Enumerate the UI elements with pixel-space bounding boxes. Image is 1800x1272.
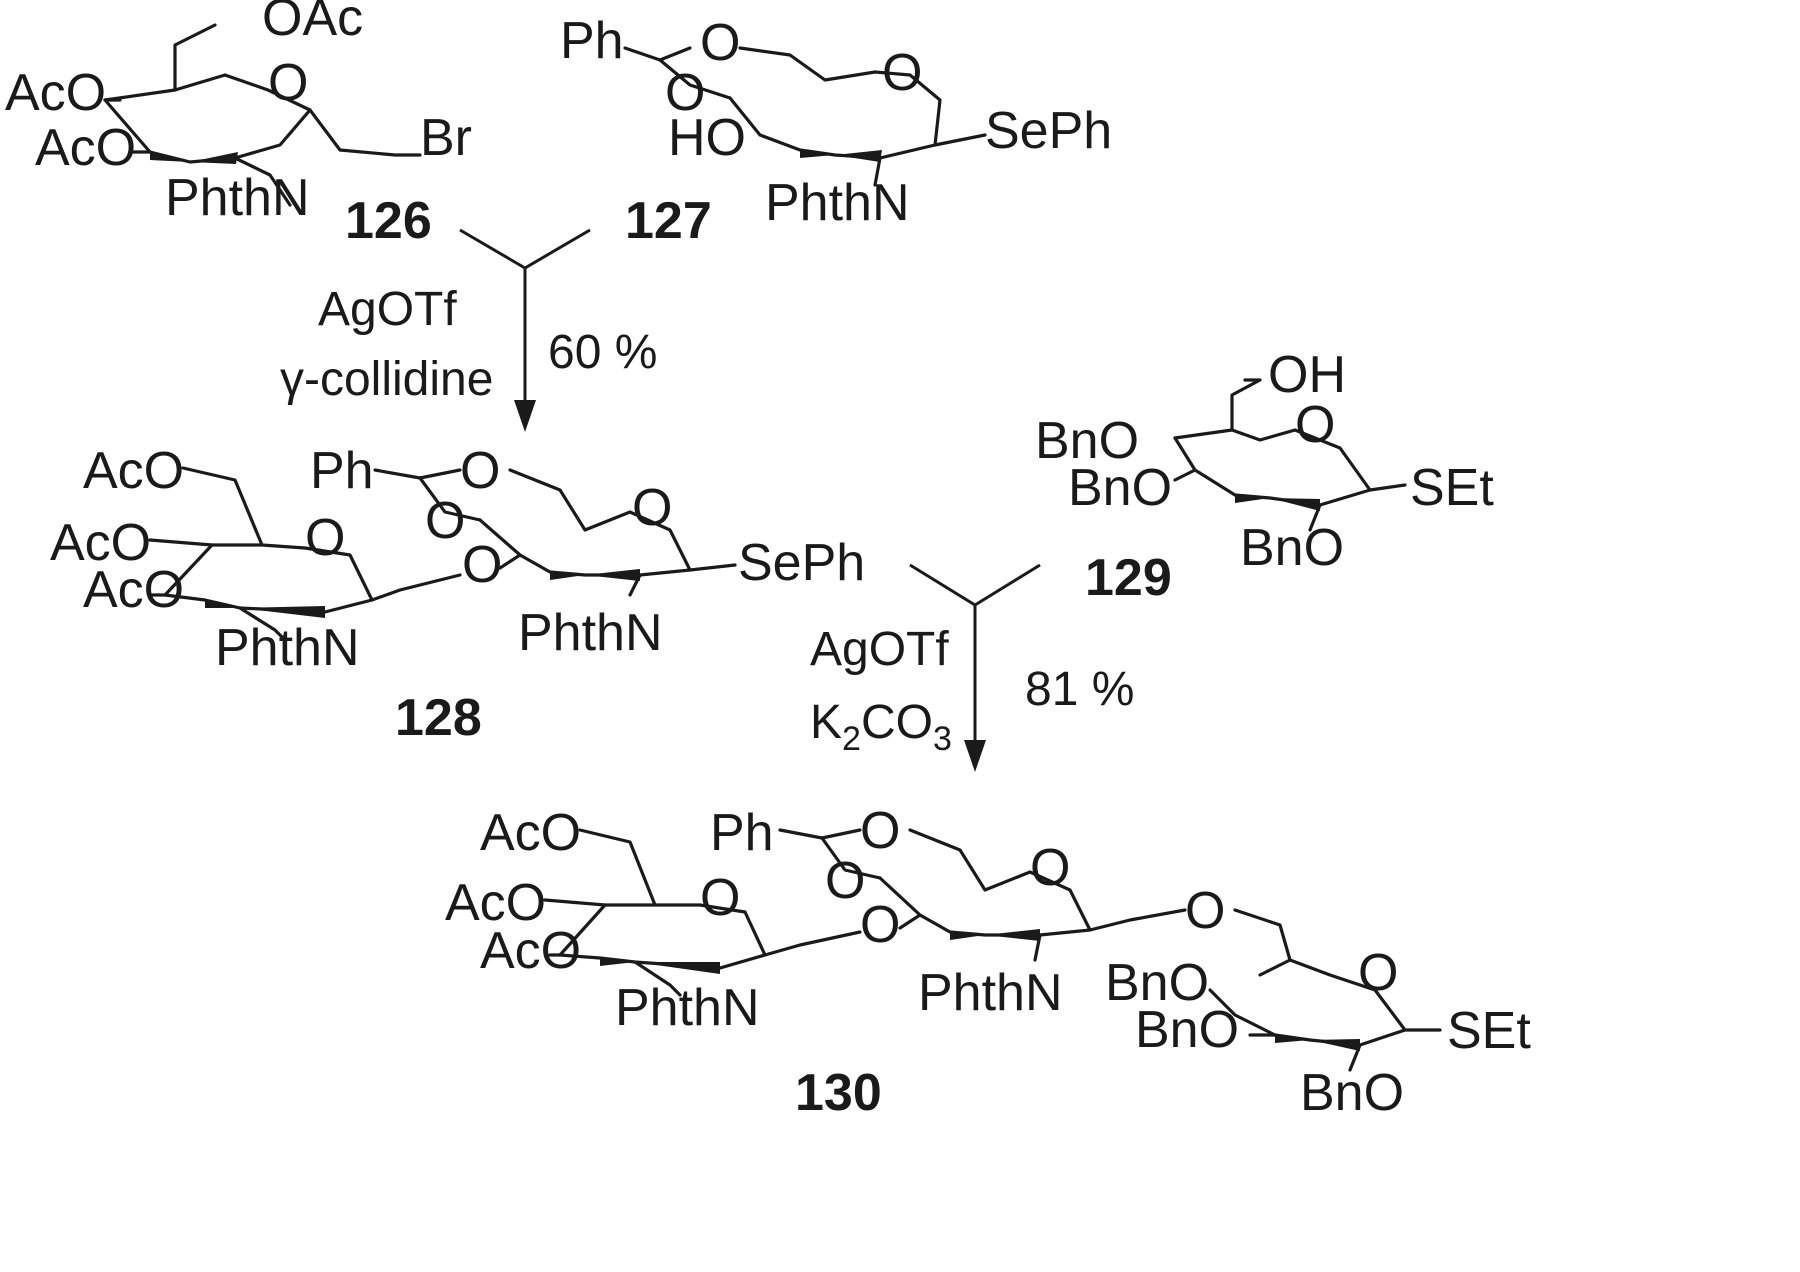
compound-127: Ph O O O HO SePh PhthN 127 xyxy=(560,12,1112,250)
set-label: SEt xyxy=(1447,1002,1531,1060)
aco-4-label: AcO xyxy=(50,514,151,572)
aco-3-label: AcO xyxy=(480,922,581,980)
compound-number-129: 129 xyxy=(1085,549,1172,607)
aco-4-label: AcO xyxy=(445,874,546,932)
glycosidic-oxygen-label: O xyxy=(462,536,502,594)
aco-6-label: AcO xyxy=(480,804,581,862)
reagent-collidine: γ-collidine xyxy=(280,353,493,406)
bno-4-label: BnO xyxy=(1105,954,1209,1012)
o6-acetal-label: O xyxy=(860,802,900,860)
aco-3-label: AcO xyxy=(83,561,184,619)
compound-number-128: 128 xyxy=(395,689,482,747)
ring-oxygen-b-label: O xyxy=(632,479,672,537)
bno-3-label: BnO xyxy=(1068,459,1172,517)
arrow-head xyxy=(514,400,536,432)
phenyl-label: Ph xyxy=(710,804,774,862)
ring-oxygen-label: O xyxy=(268,54,308,112)
phthn-a-label: PhthN xyxy=(615,979,760,1037)
phthn-b-label: PhthN xyxy=(518,604,663,662)
bromide-label: Br xyxy=(420,109,472,167)
phthn-label: PhthN xyxy=(165,169,310,227)
bno-2-label: BnO xyxy=(1240,519,1344,577)
glycosidic-oxygen-1-label: O xyxy=(860,896,900,954)
compound-128: AcO AcO AcO O PhthN Ph O O O O SePh Phth… xyxy=(50,442,865,747)
phenyl-label: Ph xyxy=(310,442,374,500)
reagent-agotf: AgOTf xyxy=(318,283,457,336)
merge-line xyxy=(459,228,591,270)
ring-oxygen-label: O xyxy=(1295,396,1335,454)
seph-label: SePh xyxy=(985,102,1112,160)
phenyl-label: Ph xyxy=(560,12,624,70)
glycosidic-oxygen-2-label: O xyxy=(1185,882,1225,940)
yield-step-2: 81 % xyxy=(1025,663,1134,716)
o4-acetal-label: O xyxy=(665,64,705,122)
compound-129: OH BnO BnO O SEt BnO 129 xyxy=(1035,346,1494,607)
reagent-k2co3: K2CO3 xyxy=(810,696,952,758)
o4-acetal-label: O xyxy=(425,492,465,550)
ring-oxygen-a-label: O xyxy=(305,509,345,567)
bno-4-label: BnO xyxy=(1035,412,1139,470)
seph-label: SePh xyxy=(738,534,865,592)
bno-3-label: BnO xyxy=(1135,1001,1239,1059)
aco-4-label: AcO xyxy=(5,64,106,122)
reagent-agotf: AgOTf xyxy=(810,623,949,676)
phthn-label: PhthN xyxy=(765,174,910,232)
o4-acetal-label: O xyxy=(825,852,865,910)
compound-130: AcO AcO AcO O PhthN Ph O O O O PhthN O B… xyxy=(445,802,1531,1122)
phthn-b-label: PhthN xyxy=(918,964,1063,1022)
ring-oxygen-b-label: O xyxy=(1030,839,1070,897)
merge-line xyxy=(909,563,1041,607)
bno-2-label: BnO xyxy=(1300,1064,1404,1122)
o6-acetal-label: O xyxy=(700,14,740,72)
ring-oxygen-a-label: O xyxy=(700,869,740,927)
ring-oxygen-c-label: O xyxy=(1358,944,1398,1002)
aco-6-label: AcO xyxy=(83,442,184,500)
phthn-a-label: PhthN xyxy=(215,619,360,677)
compound-number-127: 127 xyxy=(625,192,712,250)
reaction-step-1: AgOTf γ-collidine 60 % xyxy=(280,228,657,432)
aco-3-label: AcO xyxy=(35,119,136,177)
yield-step-1: 60 % xyxy=(548,326,657,379)
set-label: SEt xyxy=(1410,459,1494,517)
compound-126: OAc AcO AcO O Br PhthN 126 xyxy=(5,0,472,250)
reaction-step-2: AgOTf K2CO3 81 % xyxy=(810,563,1134,772)
ring-oxygen-label: O xyxy=(882,44,922,102)
arrow-head xyxy=(964,740,986,772)
compound-number-130: 130 xyxy=(795,1064,882,1122)
hydroxyl-label: HO xyxy=(668,109,746,167)
o6-acetal-label: O xyxy=(460,442,500,500)
oac-6-label: OAc xyxy=(262,0,363,47)
hydroxyl-label: OH xyxy=(1268,346,1346,404)
compound-number-126: 126 xyxy=(345,192,432,250)
